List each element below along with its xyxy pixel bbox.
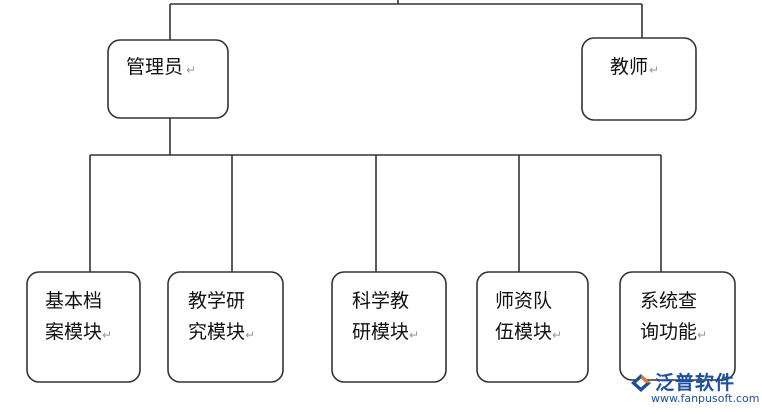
brand-name: 泛普软件	[655, 372, 736, 394]
node-module-5-mark: ↵	[697, 328, 707, 342]
node-module-5-line1: 系统查	[640, 290, 697, 312]
node-teacher: 教师 ↵	[581, 37, 697, 121]
node-module-3-line2: 研模块	[352, 321, 409, 343]
node-module-1: 基本档 案模块 ↵	[26, 271, 141, 383]
node-admin-box	[107, 39, 229, 119]
node-teacher-mark: ↵	[649, 63, 659, 77]
node-module-2-line2: 究模块	[188, 321, 245, 343]
node-module-3-line1: 科学教	[352, 290, 409, 312]
node-module-5-box	[619, 271, 736, 381]
node-module-5: 系统查 询功能 ↵	[619, 271, 736, 381]
node-teacher-box	[581, 37, 697, 121]
node-module-4-line2: 伍模块	[495, 321, 552, 343]
node-module-1-line2: 案模块	[45, 321, 102, 343]
brand-url: www.fanpusoft.com	[651, 392, 760, 405]
node-module-3-mark: ↵	[409, 328, 419, 342]
connectors	[89, 0, 662, 272]
node-module-5-line2: 询功能	[640, 321, 697, 343]
node-module-2-mark: ↵	[245, 328, 255, 342]
node-admin-mark: ↵	[186, 63, 196, 77]
brand-watermark: 泛普软件 www.fanpusoft.com	[629, 368, 759, 405]
node-admin: 管理员 ↵	[107, 39, 229, 119]
node-module-2-box	[167, 271, 284, 383]
node-module-1-line1: 基本档	[45, 290, 102, 312]
node-admin-label: 管理员	[126, 56, 183, 78]
node-module-2-line1: 教学研	[188, 290, 245, 312]
node-module-4-line1: 师资队	[495, 290, 552, 312]
node-module-1-box	[26, 271, 141, 383]
brand-logo-icon	[631, 374, 651, 392]
node-module-4-mark: ↵	[552, 328, 562, 342]
node-module-3-box	[331, 271, 447, 383]
node-module-1-mark: ↵	[102, 328, 112, 342]
node-teacher-label: 教师	[610, 56, 648, 78]
node-module-2: 教学研 究模块 ↵	[167, 271, 284, 383]
node-module-3: 科学教 研模块 ↵	[331, 271, 447, 383]
node-module-4: 师资队 伍模块 ↵	[476, 271, 589, 383]
node-module-4-box	[476, 271, 589, 383]
